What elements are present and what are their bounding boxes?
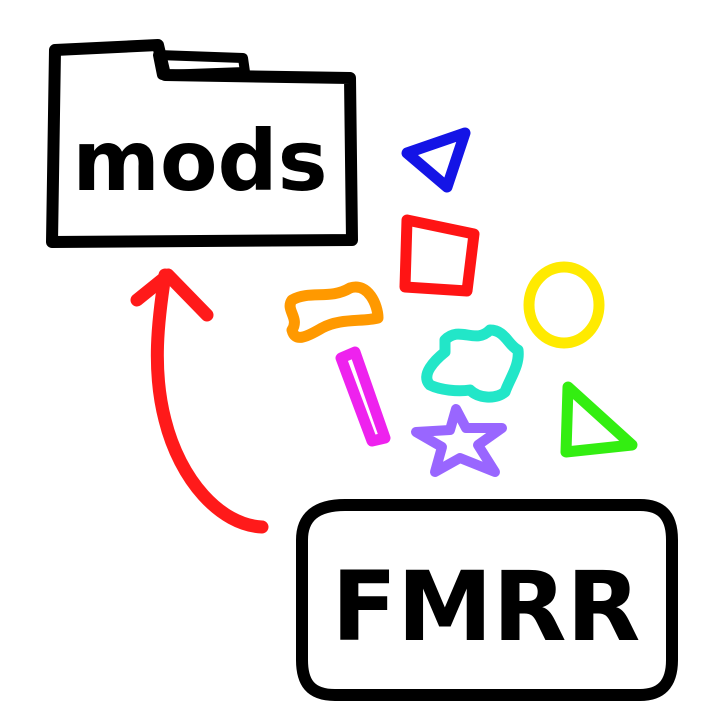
blue-triangle bbox=[401, 127, 471, 193]
fmrr-box: FMRR bbox=[296, 499, 678, 701]
fmrr-label: FMRR bbox=[332, 551, 641, 663]
fmrr-box-outline bbox=[296, 499, 678, 701]
arrow-shaft bbox=[150, 268, 269, 534]
folder-icon bbox=[46, 39, 358, 248]
red-square bbox=[399, 214, 480, 297]
curved-arrow-up-icon bbox=[130, 268, 269, 534]
arrow-head bbox=[130, 268, 214, 322]
cyan-splat bbox=[421, 324, 524, 403]
yellow-circle bbox=[523, 261, 605, 349]
mods-folder: mods bbox=[46, 39, 358, 248]
green-triangle bbox=[560, 381, 638, 458]
folder-label: mods bbox=[72, 112, 327, 210]
magenta-bar bbox=[335, 346, 391, 447]
shapes-group bbox=[284, 127, 638, 477]
orange-blob bbox=[284, 281, 384, 343]
folder-tab bbox=[153, 50, 250, 80]
purple-star bbox=[411, 404, 507, 477]
